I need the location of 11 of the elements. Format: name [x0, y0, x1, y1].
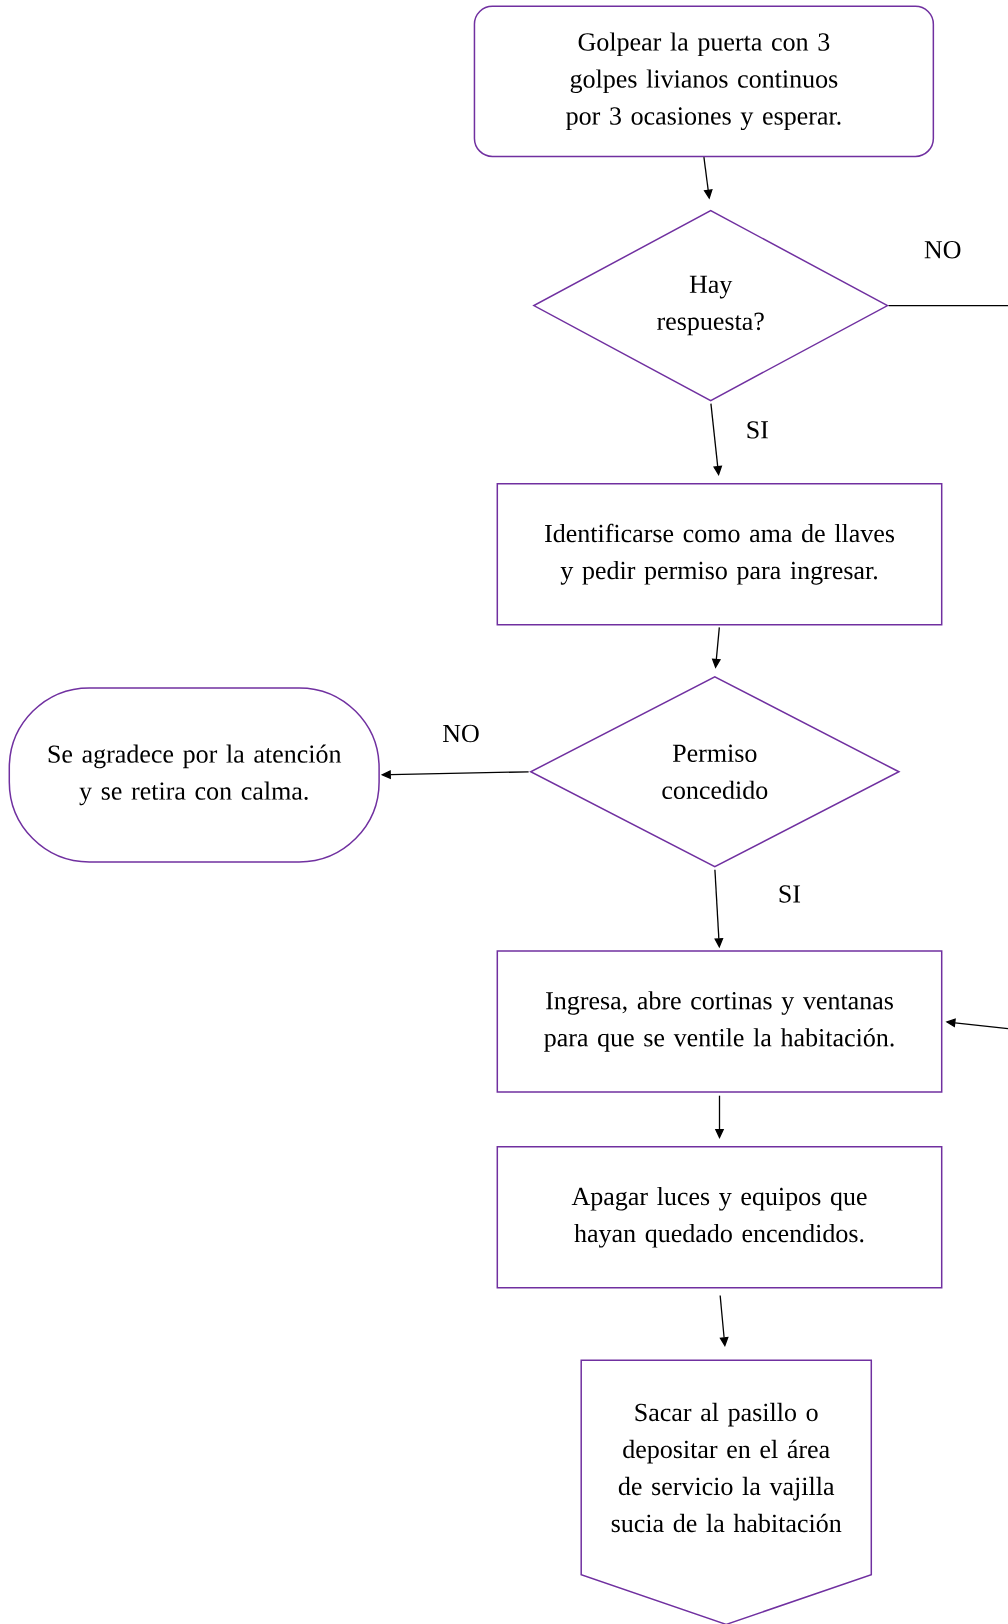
process-box: Apagar luces y equipos que hayan quedado encendidos. — [496, 1146, 943, 1289]
process-box: Ingresa, abre cortinas y ventanas para que se ventile la habitación. — [496, 950, 943, 1093]
offpage-connector: Sacar al pasillo o depositar en el área de servicio la vajilla sucia de la habitación — [580, 1359, 873, 1624]
edge-label: NO — [924, 240, 961, 259]
end-terminal: Se agradece por la atención y se retira con calma. — [8, 687, 380, 863]
start-box: Golpear la puerta con 3 golpes livianos continuos por 3 ocasiones y esperar. — [473, 5, 935, 158]
arrow — [710, 403, 723, 476]
edge-label: NO — [443, 724, 479, 743]
edge-label: SI — [779, 885, 801, 903]
process-box: Identificarse como ama de llaves y pedir permiso para ingresar. — [496, 483, 943, 626]
edge-label: SI — [747, 421, 768, 439]
